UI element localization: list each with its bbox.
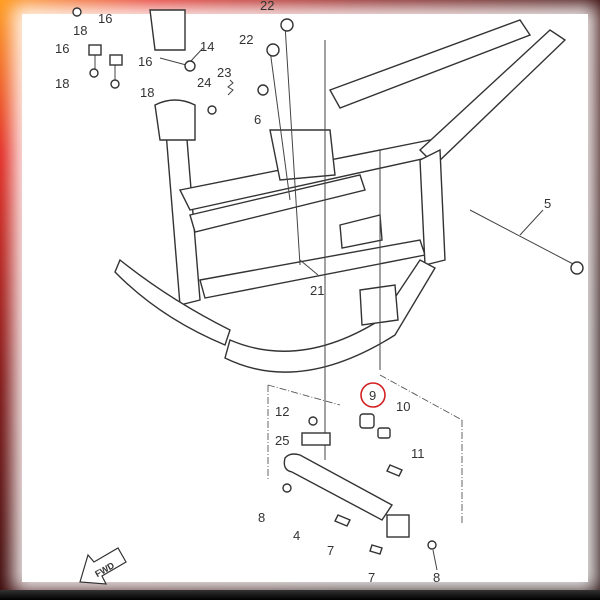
callout-18: 18 [73, 23, 87, 38]
callout-6: 6 [254, 112, 261, 127]
small-parts [72, 7, 438, 571]
callout-10: 10 [396, 399, 410, 414]
callout-7: 7 [368, 570, 375, 585]
callout-23: 23 [217, 65, 231, 80]
callout-16: 16 [138, 54, 152, 69]
callout-16: 16 [98, 11, 112, 26]
fwd-arrow-icon: FWD [79, 547, 127, 585]
leader-lines [94, 24, 544, 525]
callout-7: 7 [327, 543, 334, 558]
callout-11: 11 [411, 446, 425, 461]
callout-8: 8 [433, 570, 440, 585]
callout-9: 9 [369, 388, 376, 403]
callout-4: 4 [293, 528, 300, 543]
frame-body [114, 9, 584, 373]
callout-21: 21 [310, 283, 324, 298]
bottom-edge [0, 590, 600, 600]
callout-14: 14 [200, 39, 214, 54]
callout-18: 18 [55, 76, 69, 91]
callout-12: 12 [275, 404, 289, 419]
callout-22: 22 [260, 0, 274, 13]
callout-labels: 18 16 16 14 16 18 18 22 22 24 23 6 5 21 … [55, 0, 551, 585]
callout-5: 5 [544, 196, 551, 211]
callout-24: 24 [197, 75, 211, 90]
callout-8: 8 [258, 510, 265, 525]
callout-25: 25 [275, 433, 289, 448]
callout-18: 18 [140, 85, 154, 100]
highlight-circle [360, 382, 386, 408]
callout-16: 16 [55, 41, 69, 56]
callout-22: 22 [239, 32, 253, 47]
